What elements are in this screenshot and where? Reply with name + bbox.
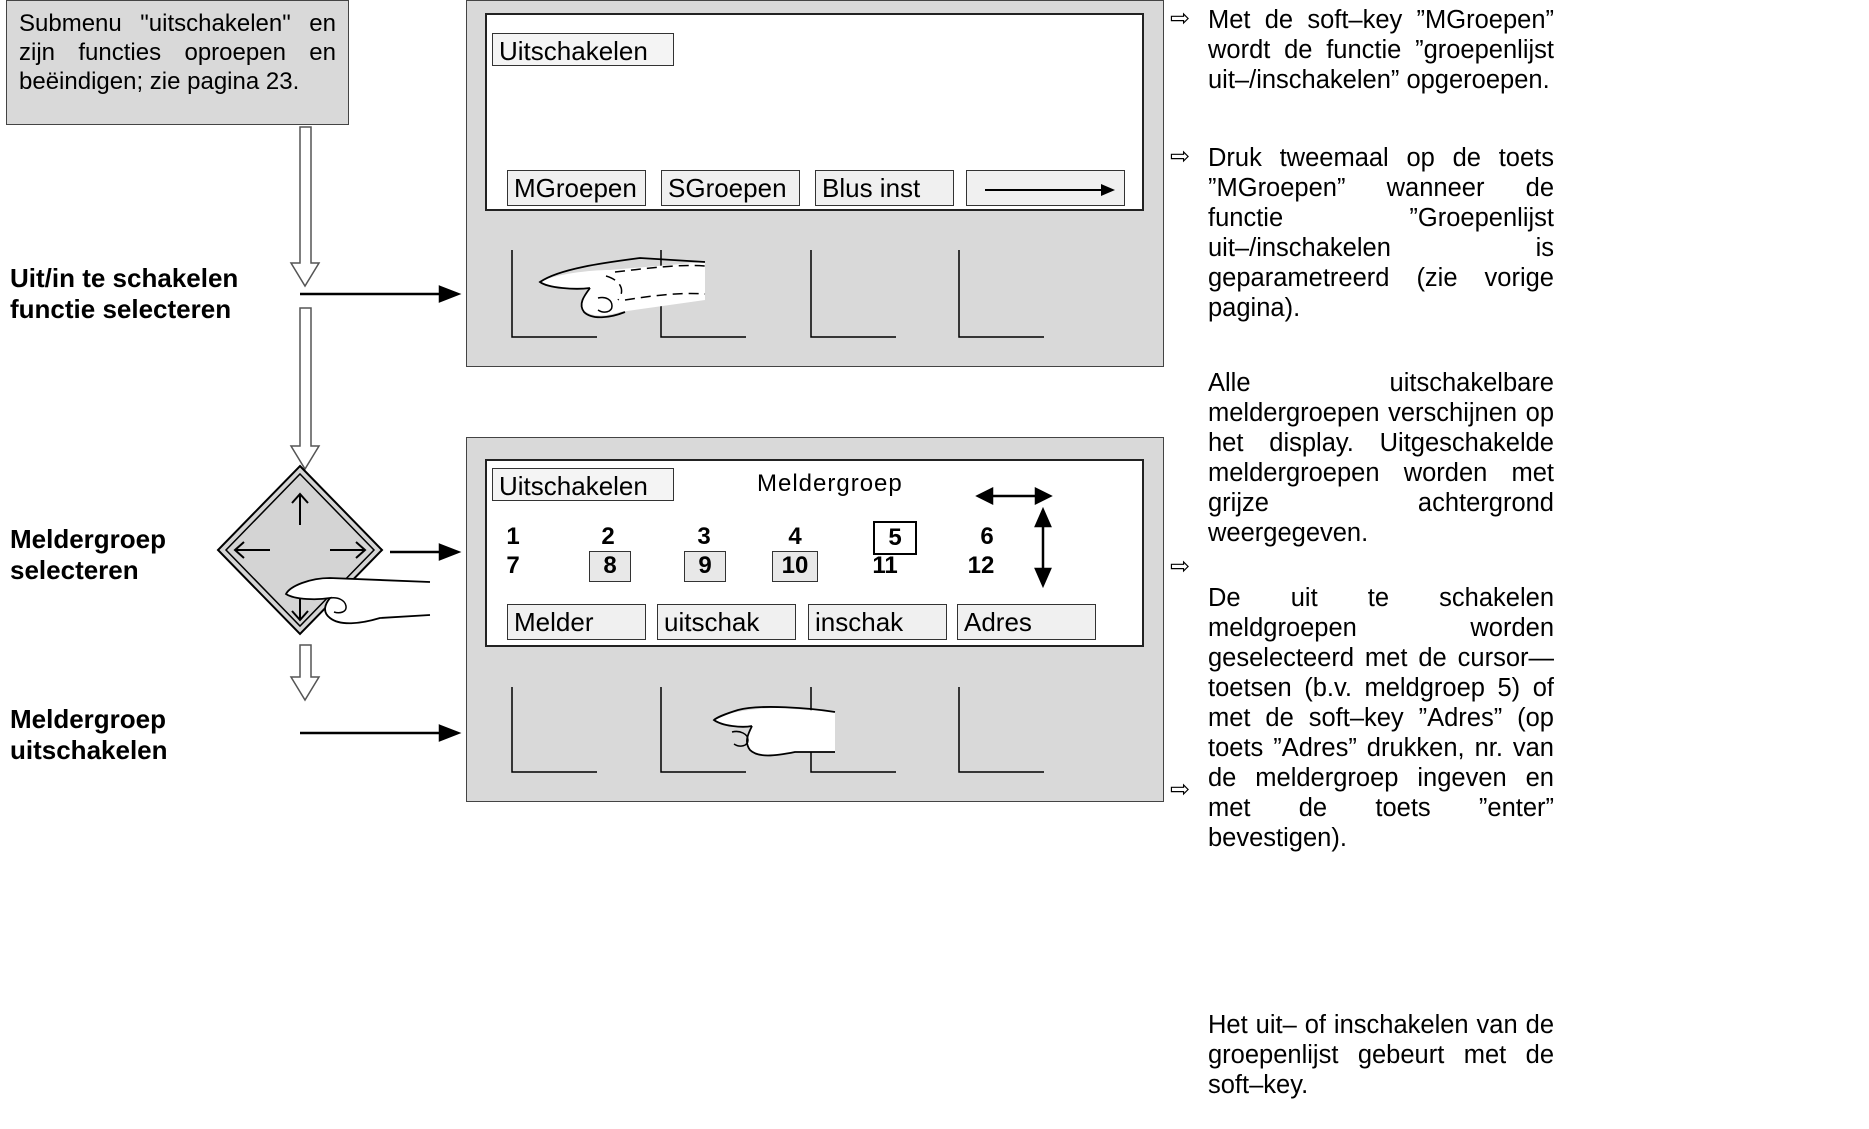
- step-label-line2: selecteren: [10, 555, 139, 585]
- pointer-arrow-icon: ⇨: [1170, 776, 1191, 803]
- softkey-inschak[interactable]: inschak: [808, 604, 947, 640]
- pointer-arrow-icon: ⇨: [1170, 5, 1191, 32]
- group-number-disabled[interactable]: 10: [772, 551, 818, 582]
- screen-title: Uitschakelen: [492, 33, 674, 66]
- group-number[interactable]: 3: [697, 523, 711, 550]
- arrow-right-icon: [985, 184, 1115, 196]
- group-number[interactable]: 6: [980, 523, 994, 550]
- step-disable-group: Meldergroep uitschakelen: [10, 704, 168, 766]
- screen-title: Uitschakelen: [492, 468, 674, 501]
- group-number-selected[interactable]: 5: [873, 521, 917, 555]
- step-label-line1: Uit/in te schakelen: [10, 263, 239, 293]
- flow-arrow-2: [289, 307, 321, 471]
- step-select-function: Uit/in te schakelen functie selecteren: [10, 263, 238, 325]
- screen-subtitle: Meldergroep: [757, 470, 903, 497]
- softkey-mgroepen[interactable]: MGroepen: [507, 170, 646, 206]
- instruction-text-5: Het uit– of inschakelen van de groepenli…: [1208, 1011, 1554, 1099]
- group-number-disabled[interactable]: 9: [684, 551, 726, 582]
- group-number[interactable]: 11: [872, 552, 898, 579]
- pointer-arrow-icon: ⇨: [1170, 553, 1191, 580]
- group-number[interactable]: 1: [506, 523, 520, 550]
- group-number[interactable]: 2: [601, 523, 615, 550]
- step-select-group: Meldergroep selecteren: [10, 524, 166, 586]
- softkey-uitschak[interactable]: uitschak: [657, 604, 796, 640]
- cursor-keypad-icon: [216, 464, 431, 636]
- pointer-arrow-icon: ⇨: [1170, 143, 1191, 170]
- softkey-adres[interactable]: Adres: [957, 604, 1096, 640]
- softkey-next[interactable]: [966, 170, 1125, 206]
- step-label-line1: Meldergroep: [10, 524, 167, 554]
- flow-arrow-1: [289, 126, 321, 288]
- group-number[interactable]: 7: [506, 552, 520, 579]
- softkey-melder[interactable]: Melder: [507, 604, 646, 640]
- instruction-note: Submenu "uitschakelen" en zijn functies …: [6, 0, 349, 125]
- softkey-sgroepen[interactable]: SGroepen: [661, 170, 800, 206]
- direction-arrows-icon: [975, 486, 1053, 589]
- flow-arrow-3: [289, 644, 321, 702]
- group-number[interactable]: 4: [788, 523, 802, 550]
- step-label-line2: uitschakelen: [10, 735, 168, 765]
- instruction-text-2: Druk tweemaal op de toets ”MGroepen” wan…: [1208, 144, 1554, 322]
- step-label-line1: Meldergroep: [10, 704, 167, 734]
- softkey-blus-inst[interactable]: Blus inst: [815, 170, 954, 206]
- instruction-text-4: De uit te schakelen meldgroepen worden g…: [1208, 584, 1554, 852]
- group-number-disabled[interactable]: 8: [589, 551, 631, 582]
- instruction-text-3: Alle uitschakelbare meldergroepen versch…: [1208, 369, 1554, 547]
- instruction-text-1: Met de soft–key ”MGroepen” wordt de func…: [1208, 6, 1554, 94]
- group-number[interactable]: 12: [967, 552, 995, 579]
- step-label-line2: functie selecteren: [10, 294, 232, 324]
